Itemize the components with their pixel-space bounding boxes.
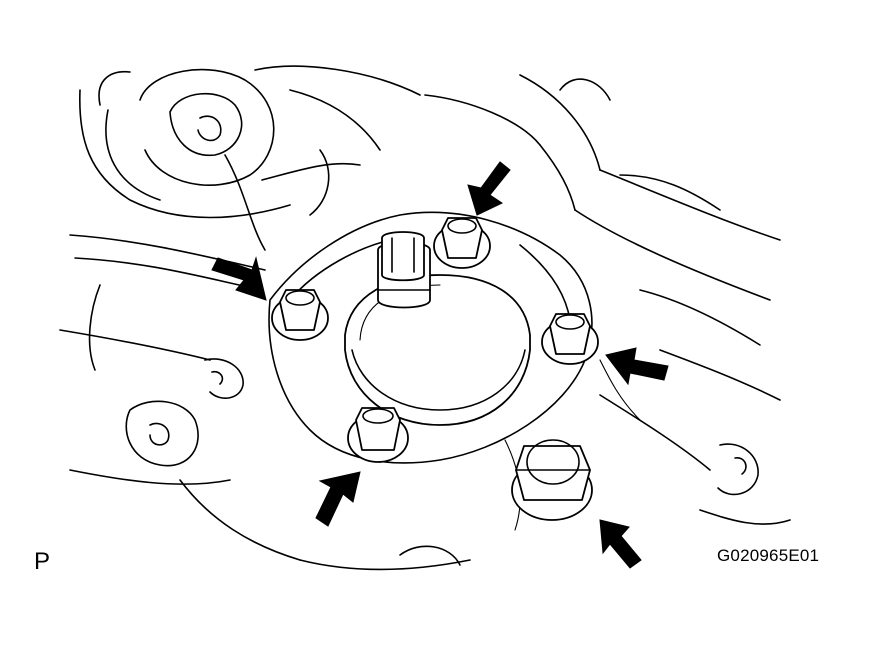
view-letter: P	[34, 548, 51, 575]
hub-bolt-left	[271, 289, 329, 341]
wheel-hub	[344, 274, 531, 426]
speed-sensor-connector	[377, 231, 431, 309]
arrow-large-nut	[599, 519, 642, 569]
hub-bolt-top	[433, 217, 491, 269]
arrow-lower-bolt	[315, 471, 361, 527]
hub-bolt-right	[541, 313, 599, 365]
hub-bolt-bottom	[347, 407, 409, 463]
figure-code: G020965E01	[717, 546, 820, 565]
axle-nut	[511, 439, 593, 521]
arrow-left-bolt	[211, 256, 267, 301]
arrow-upper-bolt	[467, 161, 511, 216]
callout-arrows	[211, 161, 669, 569]
arrow-right-bolt	[605, 347, 669, 386]
